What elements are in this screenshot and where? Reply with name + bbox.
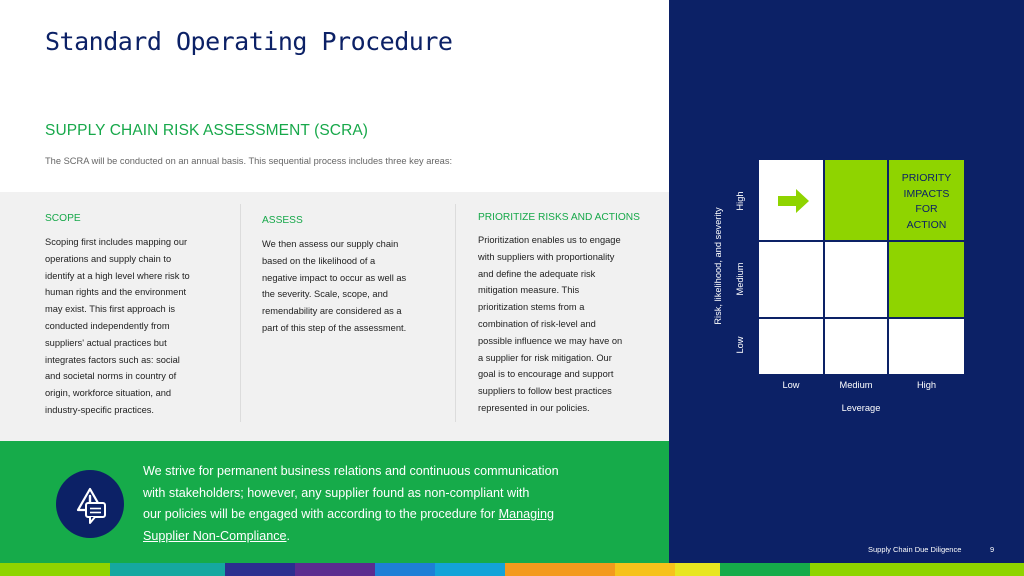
y-tick-medium: Medium — [735, 262, 745, 296]
priority-line: IMPACTS — [903, 187, 950, 200]
y-tick-low: Low — [735, 336, 745, 354]
matrix-cell-low-high — [888, 318, 965, 375]
column-heading: ASSESS — [262, 215, 303, 226]
strip-segment — [225, 563, 295, 576]
y-axis-label: Risk, likelihood, and severity — [713, 207, 723, 325]
callout-period: . — [286, 528, 291, 543]
priority-line: FOR — [915, 203, 938, 215]
color-strip — [0, 563, 1024, 576]
x-tick-medium: Medium — [839, 380, 873, 390]
text-line: combination of risk-level and — [478, 318, 596, 329]
priority-line: ACTION — [906, 218, 947, 231]
text-line: suppliers' actual practices but — [45, 337, 167, 348]
column-text: Prioritization enables us to engage with… — [478, 232, 622, 417]
strip-segment — [720, 563, 810, 576]
matrix-cell-low-medium — [824, 318, 888, 375]
strip-segment — [295, 563, 375, 576]
text-line: We then assess our supply chain — [262, 239, 399, 249]
strip-segment — [810, 563, 1024, 576]
text-line: and define the adequate risk — [478, 268, 596, 279]
text-line: the severity. Scale, scope, and — [262, 289, 388, 300]
text-line: industry-specific practices. — [45, 404, 155, 415]
callout-line: with stakeholders; however, any supplier… — [143, 485, 530, 500]
column-heading: SCOPE — [45, 213, 81, 224]
page-title: Standard Operating Procedure — [45, 27, 453, 56]
x-tick-low: Low — [782, 380, 800, 390]
text-line: goal is to encourage and support — [478, 369, 614, 380]
text-line: conducted independently from — [45, 320, 170, 331]
text-line: origin, workforce situation, and — [45, 388, 172, 399]
y-tick-high: High — [735, 191, 745, 211]
warning-chat-glyph — [76, 487, 106, 524]
text-line: represented in our policies. — [478, 402, 590, 413]
text-line: a supplier for risk mitigation. Our — [478, 352, 612, 363]
callout-line: our policies will be engaged with accord… — [143, 504, 633, 526]
strip-segment — [505, 563, 615, 576]
matrix-cell-high-medium — [824, 159, 888, 241]
column-text: We then assess our supply chain based on… — [262, 236, 406, 337]
text-line: human rights and the environment — [45, 287, 187, 298]
callout-text: We strive for permanent business relatio… — [143, 461, 633, 547]
non-compliance-link-continued[interactable]: Supplier Non-Compliance — [143, 528, 287, 543]
text-line: based on the likelihood of a — [262, 255, 376, 266]
text-line: mitigation measure. This — [478, 285, 580, 296]
priority-label: PRIORITY IMPACTS FOR ACTION — [888, 171, 965, 233]
text-line: Scoping first includes mapping our — [45, 237, 188, 247]
column-prioritize: PRIORITIZE RISKS AND ACTIONS Prioritizat… — [478, 192, 663, 441]
column-divider — [240, 204, 241, 422]
column-scope: SCOPE Scoping first includes mapping our… — [45, 192, 240, 441]
text-line: may exist. This first approach is — [45, 304, 176, 315]
text-line: Prioritization enables us to engage — [478, 235, 621, 245]
footer-label: Supply Chain Due Diligence — [868, 545, 962, 554]
text-line: suppliers to follow best practices — [478, 386, 612, 397]
warning-chat-icon — [56, 470, 124, 538]
section-intro: The SCRA will be conducted on an annual … — [45, 156, 453, 166]
matrix-cell-medium-low — [758, 241, 824, 318]
strip-segment — [675, 563, 720, 576]
section-title: SUPPLY CHAIN RISK ASSESSMENT (SCRA) — [45, 122, 369, 139]
column-divider — [455, 204, 456, 422]
x-axis-label: Leverage — [841, 403, 881, 413]
text-line: with suppliers with proportionality — [478, 251, 615, 262]
column-text: Scoping first includes mapping our opera… — [45, 234, 190, 419]
text-line: part of this step of the assessment. — [262, 322, 407, 333]
text-line: integrates factors such as: social — [45, 354, 180, 365]
matrix-cell-high-high — [888, 159, 965, 241]
matrix-cell-low-low — [758, 318, 824, 375]
strip-segment — [375, 563, 435, 576]
column-assess: ASSESS We then assess our supply chain b… — [262, 192, 452, 441]
matrix-cell-medium-medium — [824, 241, 888, 318]
text-line: operations and supply chain to — [45, 253, 172, 264]
text-line: negative impact to occur as well as — [262, 272, 407, 283]
strip-segment — [615, 563, 675, 576]
text-line: prioritization stems from a — [478, 302, 585, 313]
arrow-right-icon — [778, 189, 809, 213]
text-line: remendability are considered as a — [262, 306, 402, 317]
strip-segment — [110, 563, 225, 576]
callout-line-text: our policies will be engaged with accord… — [143, 507, 496, 522]
callout-line: Supplier Non-Compliance. — [143, 526, 633, 548]
strip-segment — [435, 563, 505, 576]
column-heading: PRIORITIZE RISKS AND ACTIONS — [478, 212, 640, 223]
x-tick-high: High — [916, 380, 937, 390]
matrix-cell-medium-high — [888, 241, 965, 318]
page-number: 9 — [990, 545, 995, 554]
strip-segment — [0, 563, 110, 576]
text-line: possible influence we may have on — [478, 335, 623, 346]
text-line: identify at a high level where risk to — [45, 270, 190, 281]
text-line: and societal norms in country of — [45, 371, 177, 382]
non-compliance-link[interactable]: Managing — [498, 507, 554, 522]
process-areas: SCOPE Scoping first includes mapping our… — [0, 192, 669, 441]
callout-line: We strive for permanent business relatio… — [143, 464, 559, 478]
priority-line: PRIORITY — [901, 172, 952, 184]
